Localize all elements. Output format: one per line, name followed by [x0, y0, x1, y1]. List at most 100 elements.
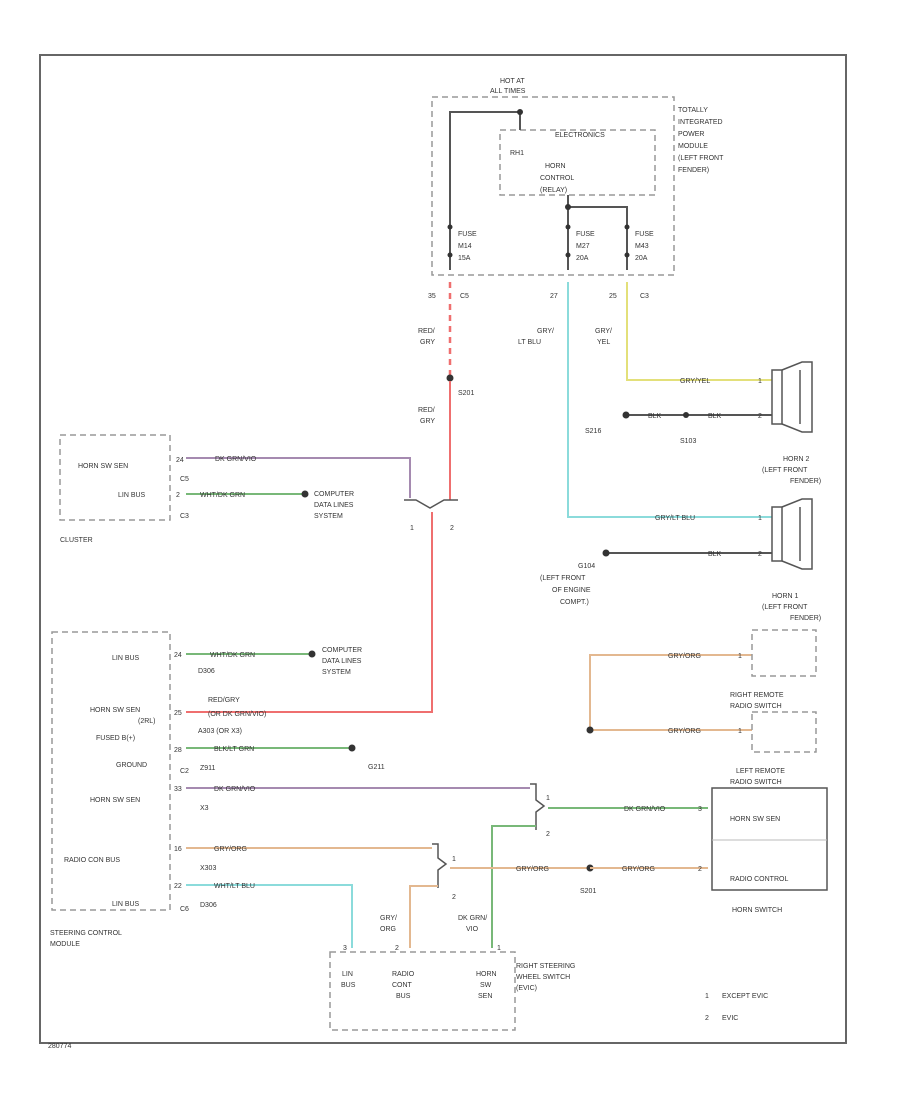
rsw-pin-horn: 1 [497, 945, 501, 952]
gry-yel-horn-label: GRY/YEL [680, 378, 710, 385]
right-remote-box [751, 711, 817, 753]
pfm-pin-25: 25 [609, 293, 617, 300]
cluster-pin-2: 2 [176, 492, 180, 499]
gry-org-label-4: GRY/ORG [668, 728, 701, 735]
cluster-lin-endpoint [301, 490, 309, 498]
rsw-radio-1: RADIO [392, 971, 415, 978]
scm-pin-1: 24 [174, 652, 182, 659]
fuse2-l3: 20A [576, 255, 589, 262]
cluster-horn-wire [186, 457, 411, 498]
electronics-label: ELECTRONICS [555, 132, 605, 139]
g104-l2: (LEFT FRONT [540, 575, 586, 582]
remote-switch-org-wire [589, 654, 752, 731]
rsw-radio-2: CONT [392, 982, 413, 989]
scm-pin-5: 16 [174, 846, 182, 853]
blk-label-1: BLK [648, 413, 662, 420]
horn1-pin1: 1 [758, 515, 762, 522]
fuse3-l1: FUSE [635, 231, 654, 238]
horn-switch-label: HORN SWITCH [732, 907, 782, 914]
scm-pin-6: 22 [174, 883, 182, 890]
rsw-lin-1: LIN [342, 971, 353, 978]
s103-label: S103 [680, 438, 696, 445]
right-remote-box-top [751, 629, 817, 677]
scm-pin-4: 33 [174, 786, 182, 793]
pfm-title-5: (LEFT FRONT [678, 155, 724, 162]
rsw-pin-radio: 2 [395, 945, 399, 952]
blk-label-3: BLK [708, 551, 722, 558]
horn-2-icon [771, 361, 813, 433]
pfm-internal-wire-4 [568, 206, 628, 270]
cluster-lin-bus: LIN BUS [118, 492, 146, 499]
right-remote-1: RIGHT REMOTE [730, 692, 784, 699]
scm-w-blk: BLK/LT GRN [214, 746, 254, 753]
rsw-title-2: WHEEL SWITCH [516, 974, 570, 981]
diagram-frame [39, 54, 847, 1044]
scm-pin-2: 25 [174, 710, 182, 717]
horn2-pin2: 2 [758, 413, 762, 420]
legend-n2: 2 [705, 1015, 709, 1022]
hot-at-label: HOT AT [500, 78, 525, 85]
scm-w-red-1: RED/GRY [208, 697, 240, 704]
horn2-label-3: FENDER) [790, 478, 821, 485]
horn2-label-1: HORN 2 [783, 456, 810, 463]
blk-label-2: BLK [708, 413, 722, 420]
scm-w-lin: WHT/DK GRN [210, 652, 255, 659]
branch-right-2: 2 [546, 831, 550, 838]
scm-horn-sw-1: HORN SW SEN [90, 707, 140, 714]
rsw-horn-2: SW [480, 982, 492, 989]
relay-line-1: HORN [545, 163, 566, 170]
rsw-horn-1: HORN [476, 971, 497, 978]
option-branch-radio [432, 843, 448, 888]
g104-l4: COMPT.) [560, 599, 589, 606]
ground-g104 [602, 549, 610, 557]
gry-ltblu-label-1: GRY/ [537, 328, 554, 335]
scm-w-org-code: X303 [200, 865, 216, 872]
remote-pin-1a: 1 [738, 653, 742, 660]
hot-at-label-2: ALL TIMES [490, 88, 526, 95]
gry-org-label-1: GRY/ORG [516, 866, 549, 873]
cluster-c5: C5 [180, 476, 189, 483]
computer2-l3: SYSTEM [322, 669, 351, 676]
fuse3-l2: M43 [635, 243, 649, 250]
scm-w-ltblu-code: D306 [200, 902, 217, 909]
cluster-pin-24: 24 [176, 457, 184, 464]
s201-bottom-label: S201 [580, 888, 596, 895]
g104-l1: G104 [578, 563, 595, 570]
fuse3-l3: 20A [635, 255, 648, 262]
electronics-box [499, 129, 656, 196]
g211-label: G211 [368, 764, 385, 771]
gry-ltblu-label-2: LT BLU [518, 339, 541, 346]
pfm-title-6: FENDER) [678, 167, 709, 174]
fuse1-l1: FUSE [458, 231, 477, 238]
gry-org-label-2: GRY/ORG [622, 866, 655, 873]
scm-w-red-code: A303 (OR X3) [198, 728, 242, 735]
dk-grn-vio-label: DK GRN/VIO [624, 806, 666, 813]
scm-w-blk-code: Z911 [200, 765, 216, 772]
splice-dot-relay [565, 204, 571, 210]
pfm-title-4: MODULE [678, 143, 708, 150]
left-remote-1: LEFT REMOTE [736, 768, 785, 775]
branch-2: 2 [450, 525, 454, 532]
horn1-label-3: FENDER) [790, 615, 821, 622]
radio-control-label: RADIO CONTROL [730, 876, 788, 883]
fuse3-dot-a [624, 224, 630, 230]
scm-label-1: STEERING CONTROL [50, 930, 122, 937]
red-gry-label-1b: GRY [420, 339, 435, 346]
gry-yel-label-2: YEL [597, 339, 610, 346]
power-module-box [431, 96, 675, 276]
relay-line-3: (RELAY) [540, 187, 567, 194]
scm-w-vio: DK GRN/VIO [214, 786, 256, 793]
gry-yel-wire [626, 282, 772, 381]
computer2-l2: DATA LINES [322, 658, 362, 665]
rsw-lin-2: BUS [341, 982, 356, 989]
scm-w-vio-code: X3 [200, 805, 209, 812]
g104-l3: OF ENGINE [552, 587, 591, 594]
pfm-conn-c3: C3 [640, 293, 649, 300]
remote-pin-1b: 1 [738, 728, 742, 735]
fuse1-l2: M14 [458, 243, 472, 250]
scm-lin-endpoint [308, 650, 316, 658]
horn2-pin1: 1 [758, 378, 762, 385]
rsw-w2-2: VIO [466, 926, 479, 933]
scm-fused-b: FUSED B(+) [96, 735, 135, 742]
